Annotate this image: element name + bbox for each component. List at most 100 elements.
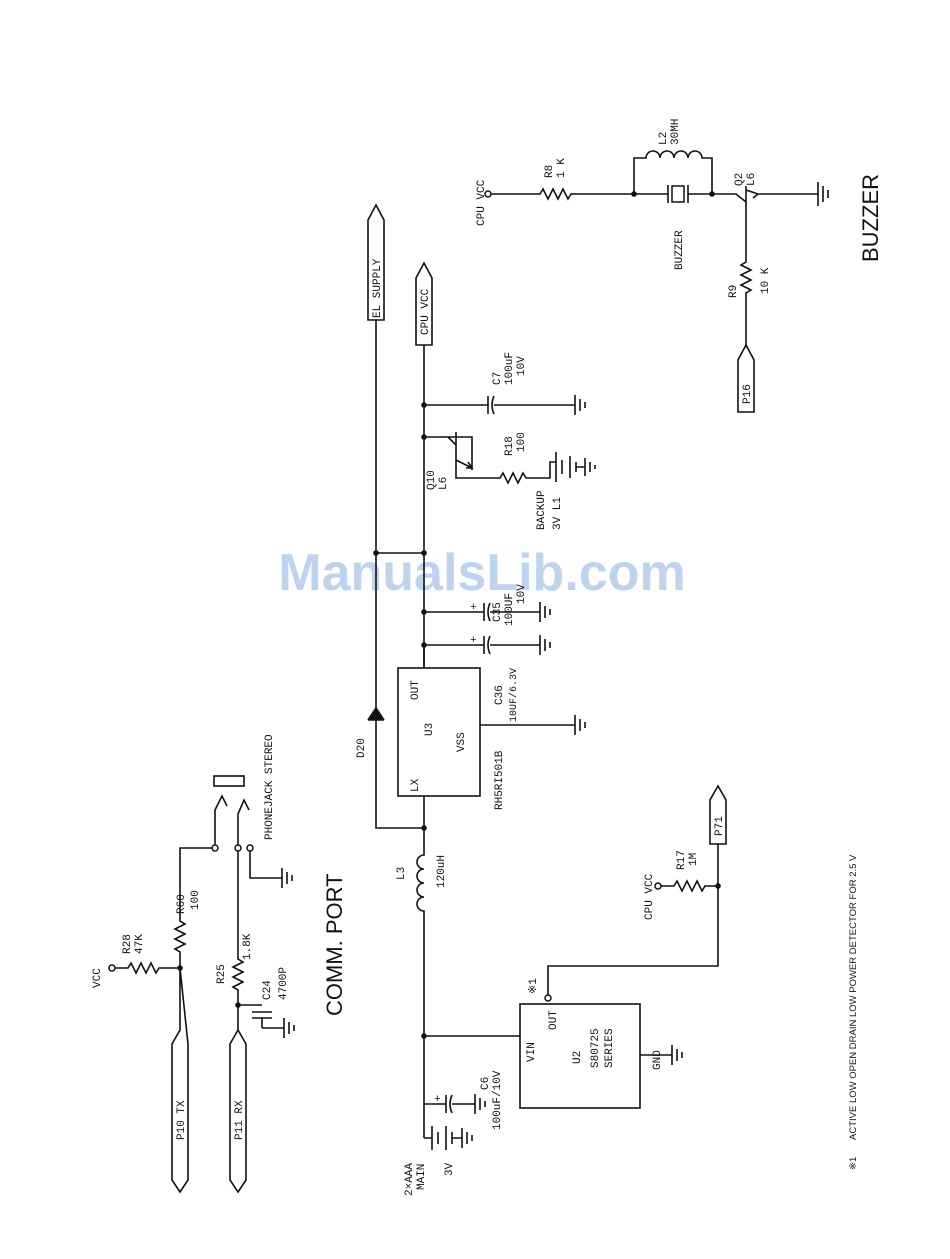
p11-rx-port <box>229 1028 247 1194</box>
main-value: 3V <box>444 1162 456 1176</box>
u2-pin-vin: VIN <box>526 1042 538 1062</box>
r9-value: 10 K <box>760 267 772 294</box>
buzzer-wires <box>634 185 712 203</box>
r25-value: 1.8K <box>242 933 254 960</box>
footnote-text: ACTIVE LOW OPEN DRAIN LOW POWER DETECTOR… <box>848 854 859 1140</box>
c24-value: 4700P <box>278 967 290 1000</box>
u3-ref: U3 <box>424 723 436 736</box>
c7-value2: 10V <box>516 356 528 376</box>
backup-battery <box>555 452 596 482</box>
c7-value: 100uF <box>504 352 516 385</box>
phonejack-sleeve <box>213 775 245 787</box>
r28-ref: R28 <box>122 934 134 954</box>
r17-ref: R17 <box>676 850 688 870</box>
q2-ground <box>800 182 829 206</box>
comm-port-section: COMM. PORT VCC R28 47K R60 100 P10 TX R2… <box>92 734 347 1194</box>
c36-capacitor <box>424 635 551 655</box>
el-supply-label: EL SUPPLY <box>372 258 384 318</box>
p71-port <box>709 784 727 845</box>
vcc-terminal <box>108 964 116 972</box>
l3-ref: L3 <box>396 867 408 880</box>
r8-value: 1 K <box>556 158 568 178</box>
r25-resistor <box>231 848 245 1030</box>
watermark: ManualsLib.com <box>278 544 685 602</box>
p71-label: P71 <box>714 816 726 836</box>
l3-inductor <box>416 828 425 1036</box>
backup-ref: BACKUP <box>536 490 548 530</box>
p10-tx-port <box>171 967 189 1194</box>
u2-part2: SERIES <box>604 1028 616 1068</box>
buzzer-element <box>671 185 685 203</box>
q10-ref: Q10 <box>426 470 438 490</box>
q2-ref: Q2 <box>734 173 746 186</box>
buzzer-ref: BUZZER <box>674 230 686 270</box>
u2-pin-out: OUT <box>548 1010 560 1030</box>
phonejack <box>214 794 293 888</box>
u2-out-wire <box>547 886 719 995</box>
r18-resistor <box>455 461 556 485</box>
backup-value: 3V L1 <box>552 497 564 530</box>
c6-capacitor <box>423 1036 486 1114</box>
q10-value: L6 <box>438 477 450 490</box>
l2-value: 30MH <box>670 119 682 145</box>
u2-ic <box>519 1003 641 1109</box>
q10-transistor <box>424 432 474 470</box>
u2-pin-gnd: GND <box>652 1050 664 1070</box>
r18-ref: R18 <box>504 436 516 456</box>
r9-ref: R9 <box>728 285 740 298</box>
power-section: EL SUPPLY CPU VCC C7 100uF 10V Q10 L6 R1… <box>356 203 727 1196</box>
c36-value: 10UF/6.3V <box>508 668 520 722</box>
u3-part: RH5RI501B <box>494 750 506 810</box>
c6-value: 100uF/10V <box>492 1070 504 1130</box>
r60-value: 100 <box>190 890 202 910</box>
r60-resistor <box>173 847 212 968</box>
u2-mark: ※1 <box>528 978 540 994</box>
main-ref: 2×AAA <box>404 1163 416 1196</box>
cpu-vcc-buzzer-label: CPU VCC <box>476 179 488 226</box>
p11-rx-label: P11 RX <box>234 1100 246 1140</box>
r8-resistor <box>491 187 634 201</box>
p10-tx-label: P10 TX <box>176 1100 188 1140</box>
c35-ref: C35 <box>492 602 504 622</box>
buzzer-section: BUZZER CPU VCC R8 1 K L2 30MH BUZZER Q2 … <box>476 119 883 413</box>
u3-ic <box>397 667 481 797</box>
main-ref2: MAIN <box>416 1164 428 1190</box>
r17-value: 1M <box>688 853 700 866</box>
c7-ref: C7 <box>492 372 504 385</box>
c36-plus: + <box>470 635 477 647</box>
u2-part: S80725 <box>590 1028 602 1068</box>
cpu-vcc-r17-label: CPU VCC <box>644 873 656 920</box>
p16-label: P16 <box>742 384 754 404</box>
cpu-vcc-port-label: CPU VCC <box>420 288 432 335</box>
u3-pin-lx: LX <box>410 778 422 792</box>
l3-value: 120uH <box>436 855 448 888</box>
comm-port-title: COMM. PORT <box>322 873 347 1016</box>
r17-resistor <box>661 879 718 893</box>
footnote-mark: ※1 <box>848 1157 859 1170</box>
main-battery <box>423 1104 473 1150</box>
c35-value2: 10V <box>516 584 528 604</box>
l2-ref: L2 <box>658 132 670 145</box>
q2-transistor <box>712 186 800 214</box>
c6-plus: + <box>434 1094 441 1106</box>
r25-ref: R25 <box>216 964 228 984</box>
u2-ref: U2 <box>572 1051 584 1064</box>
u2-ground <box>640 1045 683 1065</box>
c7-capacitor <box>424 395 586 415</box>
r18-value: 100 <box>516 432 528 452</box>
q2-value: L6 <box>746 173 758 186</box>
u3-vss-ground <box>480 715 586 735</box>
l2-inductor <box>633 150 713 194</box>
vcc-label: VCC <box>92 968 104 988</box>
c24-capacitor <box>238 1004 295 1038</box>
c6-ref: C6 <box>480 1077 492 1090</box>
u3-pin-out: OUT <box>410 680 422 700</box>
p16-port <box>737 343 755 413</box>
r9-resistor <box>739 214 753 345</box>
r60-ref: R60 <box>176 894 188 914</box>
u3-pin-vss: VSS <box>456 732 468 752</box>
c35-value: 100UF <box>504 593 516 626</box>
buzzer-title: BUZZER <box>858 174 883 262</box>
